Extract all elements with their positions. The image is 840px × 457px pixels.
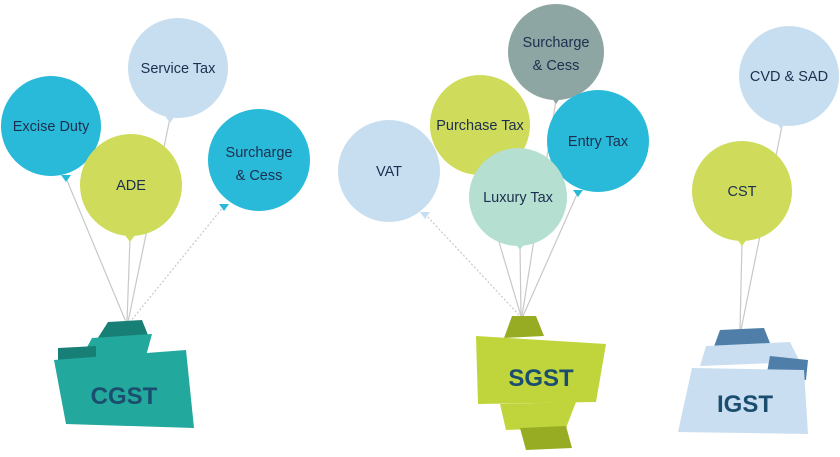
balloon-surcharge-cess: Surcharge & Cess (508, 4, 604, 104)
balloon-ade: ADE (80, 134, 182, 242)
ribbon-body (54, 350, 194, 428)
ribbon-cgst: CGST (54, 320, 194, 428)
balloon-excise-duty: Excise Duty (1, 76, 101, 182)
string-vat (424, 213, 521, 317)
string-luxury-tax (519, 244, 522, 317)
balloon-label: Luxury Tax (483, 190, 554, 206)
ribbon-igst: IGST (678, 328, 808, 434)
ribbon-body (678, 368, 808, 434)
balloon-circle (208, 109, 310, 211)
balloon-label: VAT (376, 164, 402, 180)
balloon-knot (61, 175, 71, 182)
balloon-circle (128, 18, 228, 118)
balloon-knot (420, 212, 430, 219)
balloon-circle (508, 4, 604, 100)
balloon-circle (469, 148, 567, 246)
balloon-label: Excise Duty (13, 119, 90, 135)
balloon-circle (80, 134, 182, 236)
group-sgst: VAT Surcharge & Cess Purchase Tax Entry … (338, 4, 649, 250)
balloon-label: Entry Tax (568, 134, 629, 150)
balloon-label-line-1: Surcharge (226, 145, 293, 161)
group-igst: CVD & SAD CST (692, 26, 839, 246)
string-entry-tax (522, 191, 579, 317)
ribbon-title: IGST (717, 391, 773, 418)
balloon-circle (1, 76, 101, 176)
balloon-service-tax: Service Tax (128, 18, 228, 123)
string-cst (739, 241, 743, 331)
balloon-label: Service Tax (141, 61, 216, 77)
ribbon-twist-mid (80, 334, 152, 360)
balloon-label-line-2: & Cess (533, 58, 580, 74)
balloon-vat: VAT (338, 120, 440, 222)
balloon-circle (692, 141, 792, 241)
balloon-cst: CST (692, 141, 792, 246)
ribbon-twist-top (504, 316, 544, 338)
balloon-label-line-2: & Cess (236, 168, 283, 184)
balloon-circle (338, 120, 440, 222)
balloon-circle (739, 26, 839, 126)
balloon-entry-tax: Entry Tax (547, 90, 649, 197)
ribbon-twist-bottom (500, 402, 576, 430)
balloon-label: CST (728, 184, 757, 200)
balloon-label: CVD & SAD (750, 69, 828, 85)
balloon-cvd-sad: CVD & SAD (739, 26, 839, 129)
balloon-label: Purchase Tax (436, 118, 524, 134)
balloon-luxury-tax: Luxury Tax (469, 148, 567, 250)
balloon-circle (547, 90, 649, 192)
string-excise-duty (65, 177, 127, 323)
balloon-knot (573, 190, 583, 197)
balloon-label-line-1: Surcharge (523, 35, 590, 51)
balloon-knot (219, 204, 229, 211)
string-ade (126, 237, 131, 323)
balloon-surcharge-cess: Surcharge & Cess (208, 109, 310, 211)
balloon-knot (125, 235, 135, 242)
string-surcharge-cess (129, 205, 225, 323)
ribbon-tail (520, 426, 572, 450)
ribbon-body (476, 336, 606, 404)
ribbon-sgst: SGST (476, 316, 606, 450)
balloon-label: ADE (116, 178, 146, 194)
group-cgst: Service Tax Excise Duty ADE Surcharge & … (1, 18, 310, 242)
ribbon-title: CGST (91, 383, 158, 410)
ribbon-title: SGST (508, 365, 574, 392)
balloon-knot (165, 116, 175, 123)
